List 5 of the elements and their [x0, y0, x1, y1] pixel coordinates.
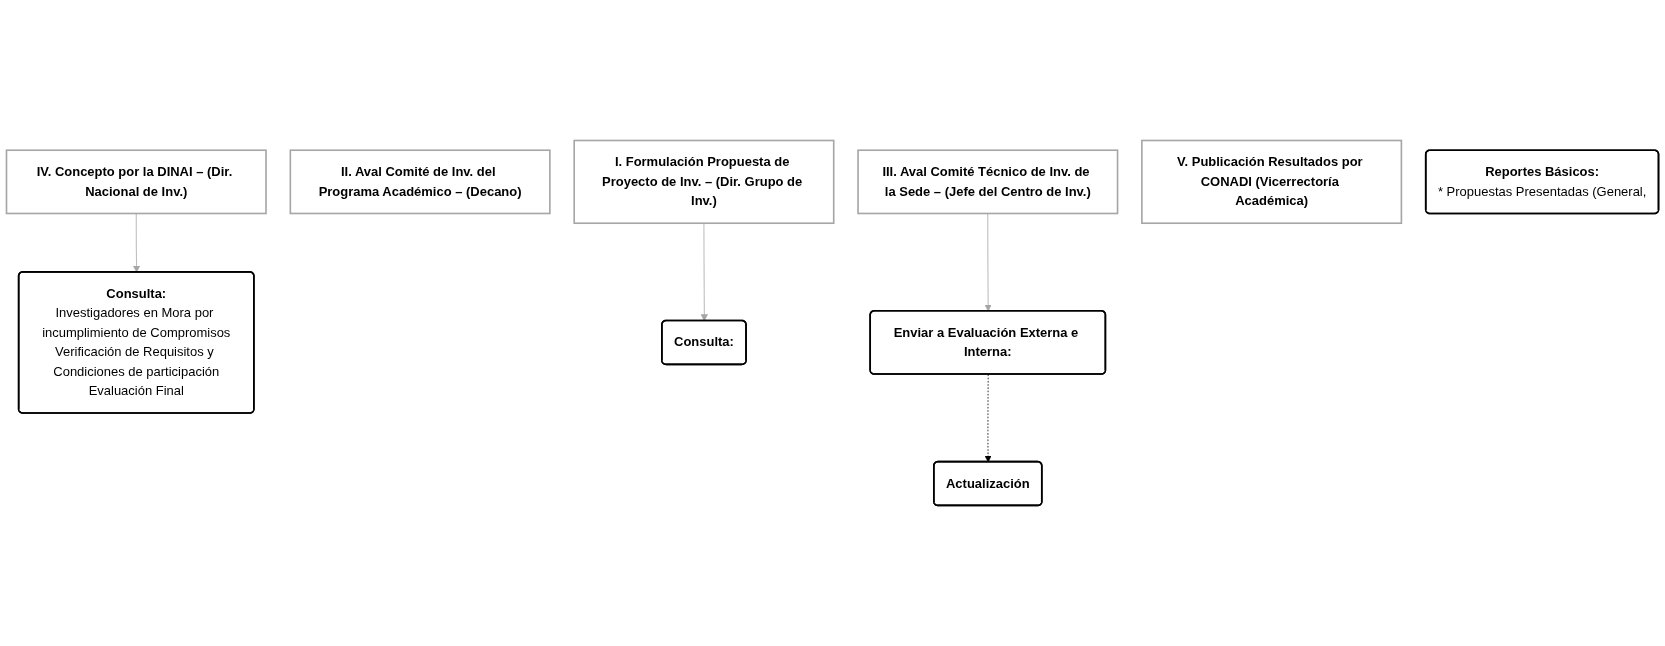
node-box: II. Aval Comité de Inv. del Programa Académico – (Decano) [289, 149, 551, 215]
node-box: III. Aval Comité Técnico de Inv. de la Sede – (Jefe del Centro de Inv.) [857, 149, 1119, 215]
node-box: IV. Concepto por la DINAI – (Dir. Nacional de Inv.) [5, 149, 267, 215]
node-box: V. Publicación Resultados por CONADI (Vicerrectoría Académica) [1141, 139, 1403, 225]
node-box: I. Formulación Propuesta de Proyecto de Inv. – (Dir. Grupo de Inv.) [573, 139, 835, 225]
